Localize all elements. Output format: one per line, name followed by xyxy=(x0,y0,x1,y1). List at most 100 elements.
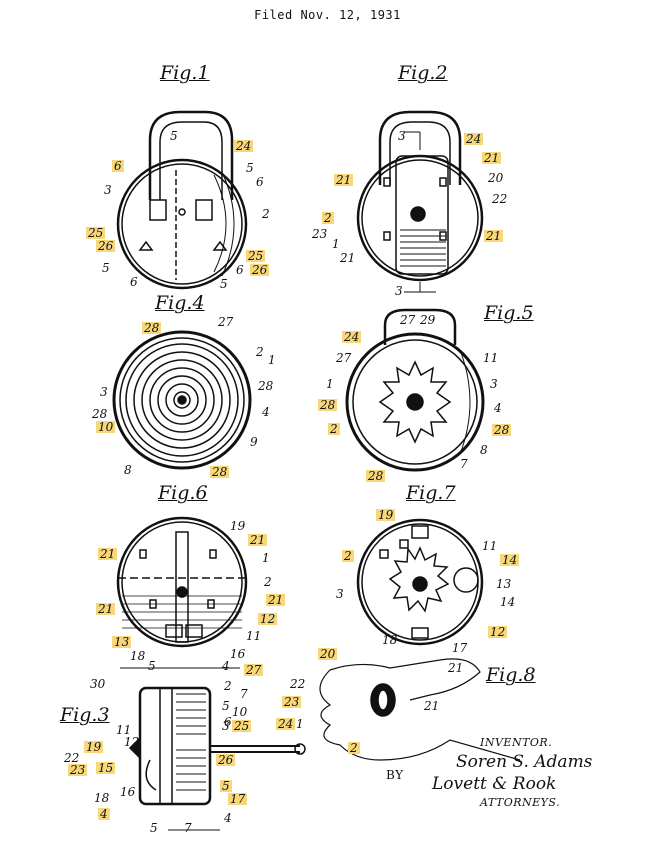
filing-date-header: Filed Nov. 12, 1931 xyxy=(254,8,401,22)
callout: 3 xyxy=(104,183,112,197)
fig6-slide-drawing xyxy=(116,516,248,648)
by-label: BY xyxy=(386,768,404,782)
callout-highlighted: 24 xyxy=(276,717,296,731)
callout: 4 xyxy=(222,659,230,673)
callout-highlighted: 2 xyxy=(348,741,360,755)
callout: 11 xyxy=(482,539,498,553)
callout: 8 xyxy=(480,443,488,457)
callout: 19 xyxy=(230,519,246,533)
callout: 22 xyxy=(64,751,80,765)
callout: 6 xyxy=(236,263,244,277)
callout-highlighted: 28 xyxy=(492,423,512,437)
callout-highlighted: 19 xyxy=(84,740,104,754)
callout: 4 xyxy=(494,401,502,415)
fig2-padlock-drawing xyxy=(356,110,484,293)
callout: 23 xyxy=(312,227,328,241)
callout: 7 xyxy=(240,687,248,701)
callout: 3 xyxy=(490,377,498,391)
fig4-rings-drawing xyxy=(112,330,252,470)
callout: 4 xyxy=(262,405,270,419)
fig3-section-drawing xyxy=(120,667,306,831)
figure-6-label: Fig.6 xyxy=(158,482,208,504)
callout: 11 xyxy=(483,351,499,365)
callout-highlighted: 2 xyxy=(322,211,334,225)
callout: 20 xyxy=(488,171,504,185)
callout-highlighted: 27 xyxy=(244,663,264,677)
callout: 28 xyxy=(92,407,108,421)
callout-highlighted: 12 xyxy=(488,625,508,639)
fig5-gear-drawing xyxy=(345,308,485,472)
callout: 2 xyxy=(224,679,232,693)
callout-highlighted: 24 xyxy=(342,330,362,344)
callout: 1 xyxy=(332,237,340,251)
callout: 6 xyxy=(256,175,264,189)
callout: 17 xyxy=(452,641,468,655)
callout: 5 xyxy=(246,161,254,175)
callout-highlighted: 5 xyxy=(220,779,232,793)
figure-8-label: Fig.8 xyxy=(486,664,536,686)
callout: 27 xyxy=(336,351,352,365)
callout: 2 xyxy=(264,575,272,589)
callout-highlighted: 24 xyxy=(464,132,484,146)
callout: 5 xyxy=(102,261,110,275)
callout-highlighted: 4 xyxy=(98,807,110,821)
callout: 3 xyxy=(395,284,403,298)
callout-highlighted: 25 xyxy=(246,249,266,263)
callout: 28 xyxy=(258,379,274,393)
callout: 11 xyxy=(116,723,132,737)
callout: 18 xyxy=(130,649,146,663)
callout-highlighted: 2 xyxy=(342,549,354,563)
callout-highlighted: 25 xyxy=(232,719,252,733)
callout: 27 xyxy=(400,313,416,327)
callout-highlighted: 23 xyxy=(282,695,302,709)
callout-highlighted: 12 xyxy=(258,612,278,626)
callout-highlighted: 20 xyxy=(318,647,338,661)
callout: 27 xyxy=(218,315,234,329)
callout-highlighted: 17 xyxy=(228,792,248,806)
callout: 5 xyxy=(170,129,178,143)
callout: 11 xyxy=(246,629,262,643)
callout: 3 xyxy=(222,719,230,733)
callout-highlighted: 15 xyxy=(96,761,116,775)
callout-highlighted: 28 xyxy=(210,465,230,479)
callout: 5 xyxy=(150,821,158,835)
callout: 1 xyxy=(326,377,334,391)
callout: 3 xyxy=(100,385,108,399)
callout: 18 xyxy=(94,791,110,805)
callout-highlighted: 25 xyxy=(86,226,106,240)
callout: 5 xyxy=(148,659,156,673)
figure-5-label: Fig.5 xyxy=(484,302,534,324)
callout: 5 xyxy=(222,699,230,713)
attorneys-label: ATTORNEYS. xyxy=(480,796,561,809)
callout-highlighted: 19 xyxy=(376,508,396,522)
callout: 6 xyxy=(130,275,138,289)
callout-highlighted: 26 xyxy=(96,239,116,253)
callout-highlighted: 28 xyxy=(366,469,386,483)
callout-highlighted: 21 xyxy=(484,229,504,243)
callout: 9 xyxy=(250,435,258,449)
callout: 7 xyxy=(460,457,468,471)
callout-highlighted: 24 xyxy=(234,139,254,153)
callout-highlighted: 23 xyxy=(68,763,88,777)
figure-7-label: Fig.7 xyxy=(406,482,456,504)
callout-highlighted: 6 xyxy=(112,159,124,173)
callout: 2 xyxy=(262,207,270,221)
figure-2-label: Fig.2 xyxy=(398,62,448,84)
callout-highlighted: 21 xyxy=(482,151,502,165)
callout: 22 xyxy=(290,677,306,691)
attorneys-signature: Lovett & Rook xyxy=(432,774,557,794)
callout-highlighted: 10 xyxy=(96,420,116,434)
inventor-signature: Soren S. Adams xyxy=(456,752,593,772)
callout: 13 xyxy=(496,577,512,591)
callout-highlighted: 21 xyxy=(266,593,286,607)
callout-highlighted: 13 xyxy=(112,635,132,649)
callout: 4 xyxy=(224,811,232,825)
callout-highlighted: 2 xyxy=(328,422,340,436)
callout: 21 xyxy=(448,661,464,675)
callout: 8 xyxy=(124,463,132,477)
callout-highlighted: 26 xyxy=(250,263,270,277)
callout: 2 xyxy=(256,345,264,359)
callout-highlighted: 14 xyxy=(500,553,520,567)
